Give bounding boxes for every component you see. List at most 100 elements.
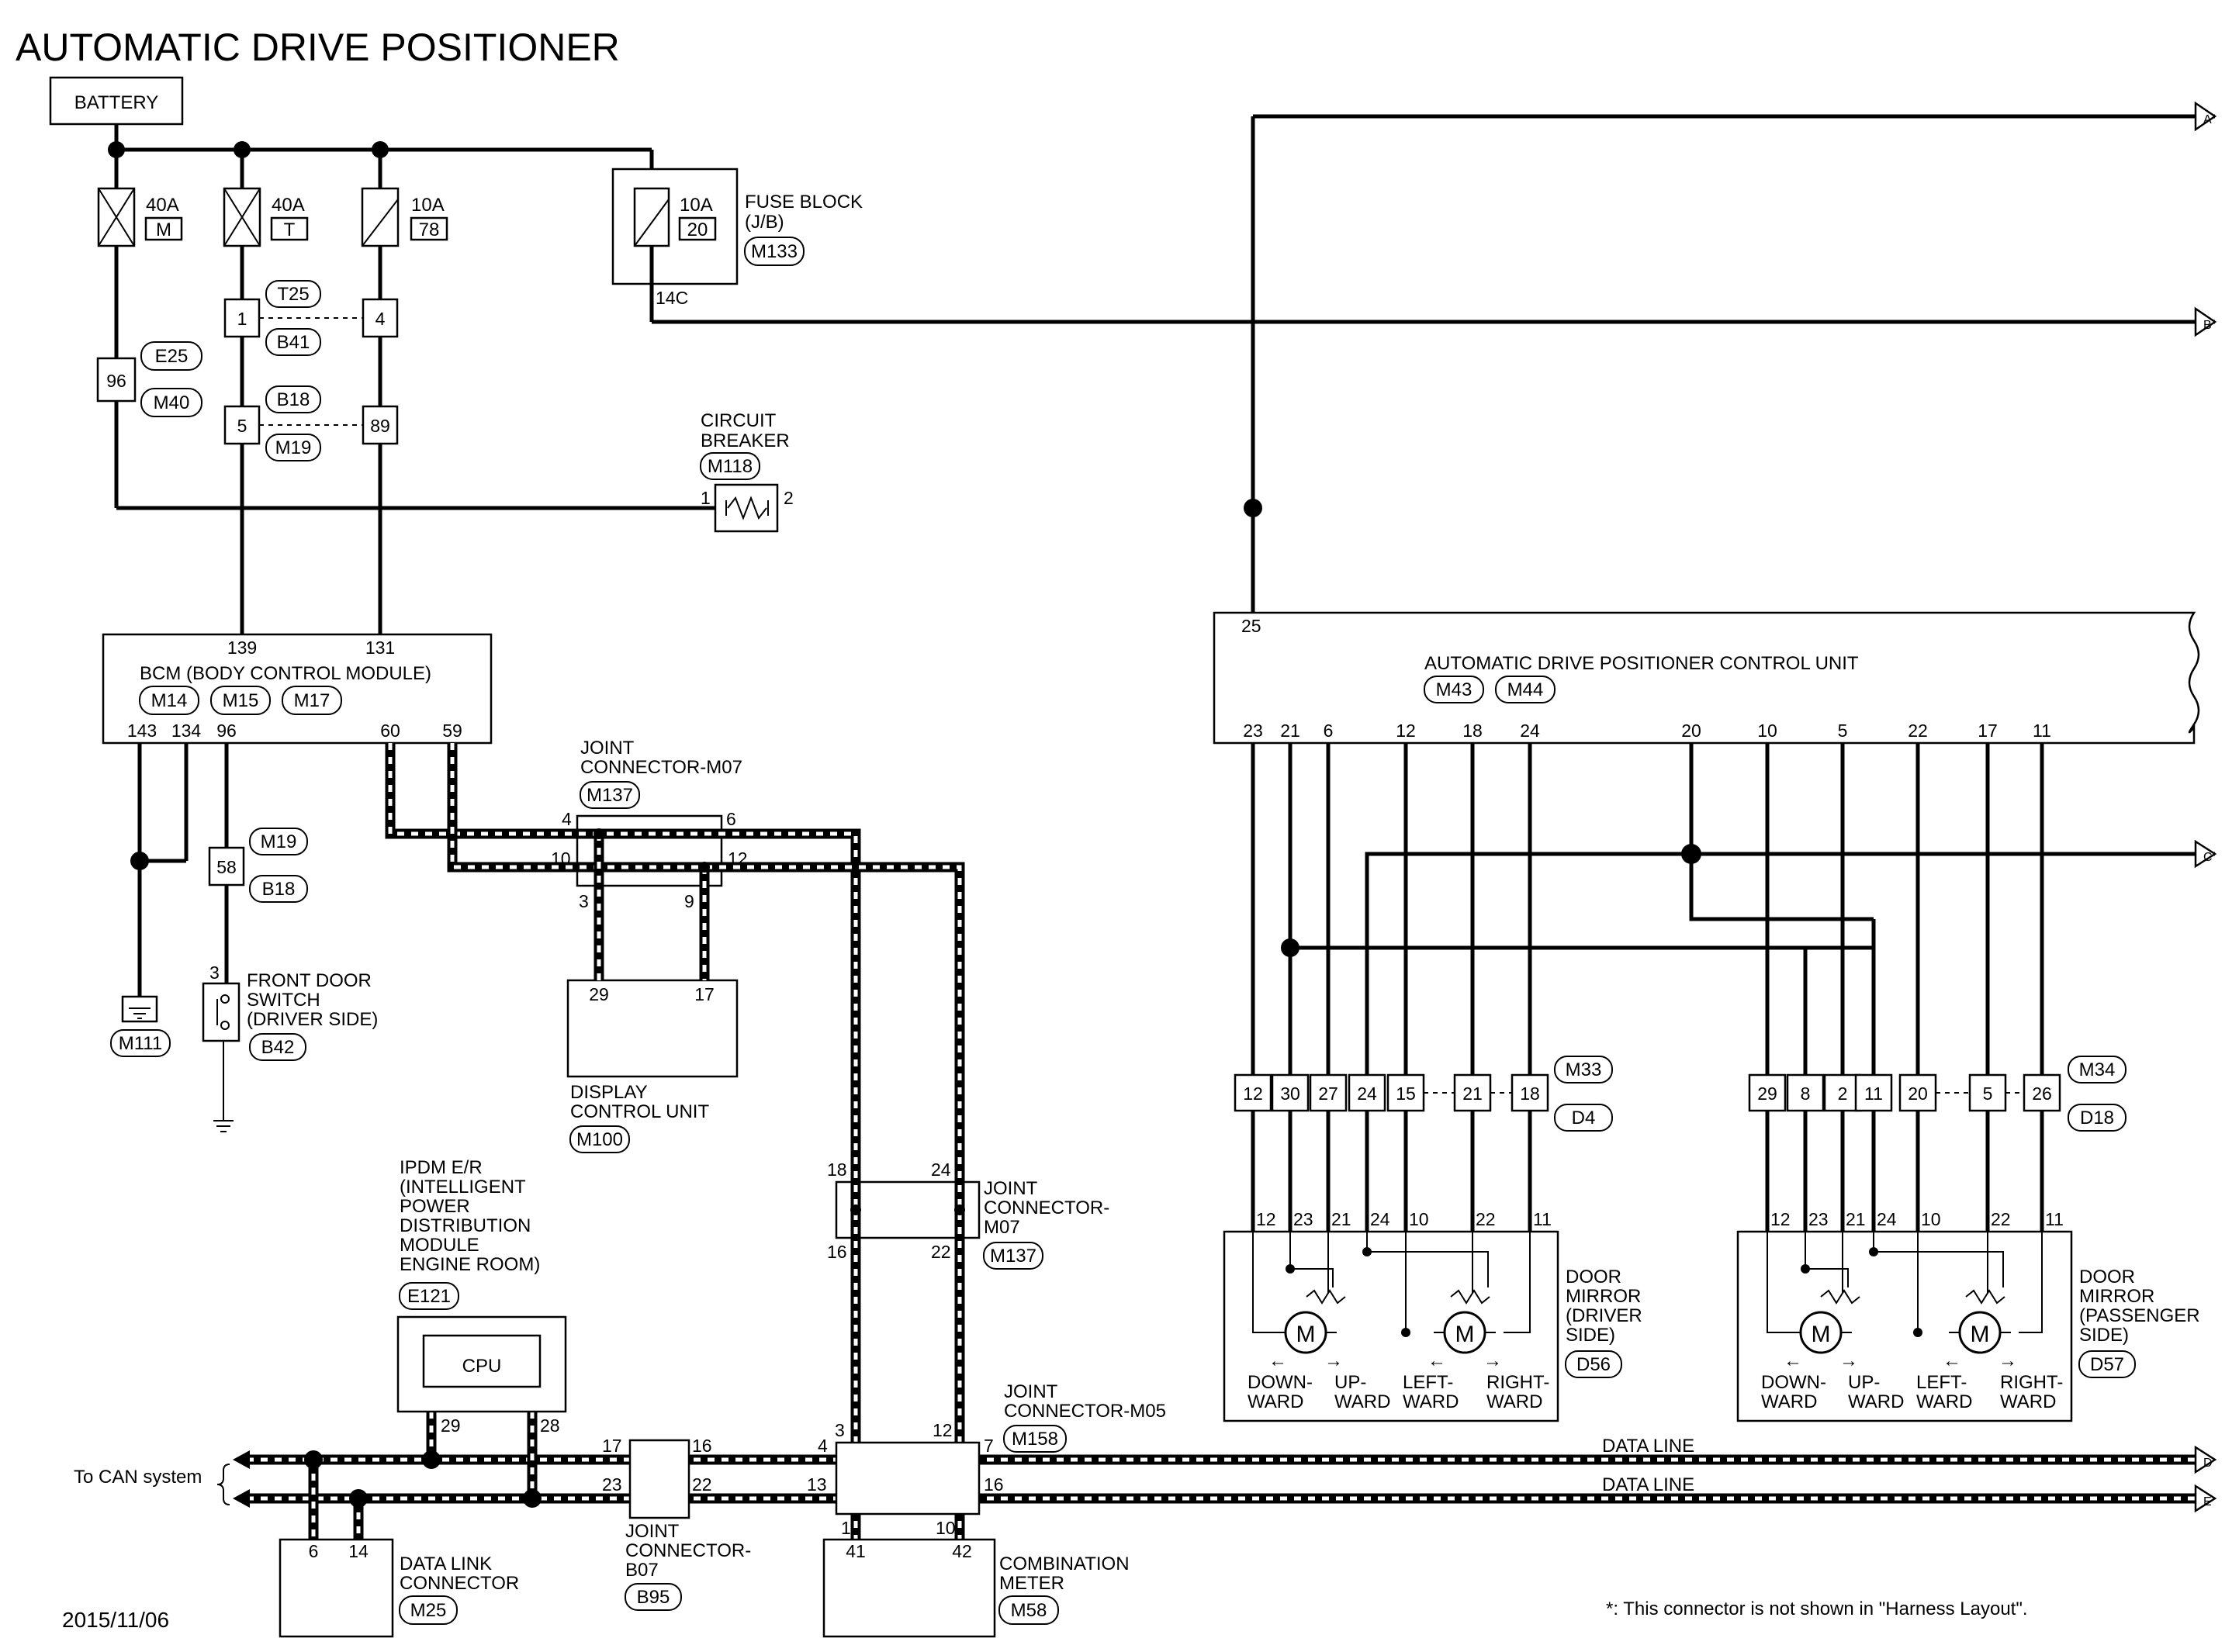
ipdm-module: IPDM E/R (INTELLIGENT POWER DISTRIBUTION…	[396, 1157, 567, 1436]
bcm-pin-60: 60	[380, 721, 400, 741]
adp-bottom-pin: 17	[1978, 721, 1998, 741]
arrow-left-icon: ←	[1784, 1350, 1802, 1371]
mirror-pin-label: 21	[1331, 1209, 1351, 1229]
data-line-label-top: DATA LINE	[1602, 1436, 1694, 1457]
harness-pin-label: 29	[1757, 1083, 1777, 1104]
harness-pin-box	[1348, 1073, 1386, 1112]
direction-label: LEFT-	[1916, 1372, 1967, 1393]
mirror-pin-label: 22	[1991, 1209, 2011, 1229]
connector-m43: M43	[1436, 679, 1472, 700]
adp-bottom-pin: 23	[1243, 721, 1263, 741]
joint-mid-line1: JOINT	[984, 1178, 1038, 1199]
joint-connector-m07-top: JOINT CONNECTOR-M07 M137 4 6 10 12 3 9	[551, 738, 748, 911]
connector-m17: M17	[294, 690, 330, 711]
connector-5: 5	[223, 405, 261, 445]
joint-mid-line3: M07	[984, 1217, 1020, 1238]
switch-line1: FRONT DOOR	[247, 970, 372, 991]
direction-label: RIGHT-	[1486, 1372, 1549, 1393]
footnote: *: This connector is not shown in "Harne…	[1606, 1598, 2028, 1619]
mirror-pin-label: 10	[1921, 1209, 1941, 1229]
harness-pin-box	[1386, 1073, 1425, 1112]
connector-m15: M15	[223, 690, 259, 711]
m05-pin-12: 12	[933, 1420, 953, 1440]
bcm-module: 139 131 BCM (BODY CONTROL MODULE) M14 M1…	[102, 633, 493, 745]
can-system-label: To CAN system	[74, 1467, 202, 1488]
harness-pin-box	[1271, 1073, 1310, 1112]
pin-label: 5	[237, 416, 247, 436]
connector-m118: M118	[708, 456, 753, 477]
mirror-pin-label: 24	[1877, 1209, 1897, 1229]
harness-pin-box	[1511, 1073, 1549, 1112]
bcm-pin-96: 96	[216, 721, 237, 741]
breaker-line2: BREAKER	[701, 430, 790, 451]
m05-line1: JOINT	[1004, 1381, 1058, 1402]
adp-bottom-pin: 20	[1681, 721, 1701, 741]
direction-label: UP-	[1848, 1372, 1880, 1393]
harness-pin-label: 5	[1983, 1083, 1993, 1104]
bcm-pin-131: 131	[365, 638, 395, 658]
mirror-junction	[1801, 1264, 1810, 1274]
pin-label: 58	[216, 857, 237, 877]
pin-label: 89	[370, 416, 390, 436]
harness-pin-label: 2	[1838, 1083, 1848, 1104]
joint-mid-pin-22: 22	[931, 1242, 951, 1262]
mirror-pin-label: 24	[1370, 1209, 1390, 1229]
connector-96: 96	[96, 357, 137, 403]
fuse-10a-78: 10A 78	[361, 187, 448, 247]
connector-m58: M58	[1011, 1600, 1047, 1621]
joint-mid-pin-18: 18	[827, 1160, 847, 1180]
mirror-junction	[1362, 1247, 1372, 1256]
m05-pin-10: 10	[936, 1518, 956, 1538]
direction-label: WARD	[1403, 1391, 1459, 1412]
mirror-pin-label: 11	[2045, 1209, 2064, 1229]
m05-pin-16: 16	[984, 1474, 1004, 1495]
motor-icon	[1958, 1311, 2002, 1354]
m05-pin-13: 13	[807, 1474, 827, 1495]
fuse-40a-t: 40A T	[223, 187, 309, 247]
mirror-pin-label: 11	[1533, 1209, 1552, 1229]
mirror-junction	[1913, 1328, 1922, 1337]
adp-bottom-pin: 6	[1324, 721, 1334, 741]
adp-bottom-pin: 22	[1908, 721, 1928, 741]
mirror-side-label: DOOR	[1566, 1267, 1621, 1287]
connector-m100: M100	[576, 1129, 623, 1150]
arrow-b-label: B	[2203, 319, 2212, 332]
b07-pin-22: 22	[692, 1474, 712, 1495]
switch-line3: (DRIVER SIDE)	[247, 1009, 378, 1030]
connector-b95: B95	[637, 1587, 670, 1608]
connector-m133: M133	[751, 241, 798, 262]
mirror-pin-label: 12	[1770, 1209, 1791, 1229]
mirror-pin-label: 22	[1476, 1209, 1496, 1229]
harness-pin-box	[1786, 1073, 1825, 1112]
adp-bottom-pin: 21	[1280, 721, 1300, 741]
joint-connector-b07: 17 16 23 22 JOINT CONNECTOR- B07 B95	[602, 1436, 751, 1611]
mirror-junction	[1286, 1264, 1295, 1274]
display-line2: CONTROL UNIT	[570, 1101, 709, 1122]
ipdm-line5: MODULE	[400, 1235, 479, 1256]
fuse-amp-label: 10A	[680, 195, 713, 216]
adp-bottom-pin: 18	[1462, 721, 1483, 741]
motor-icon	[1443, 1311, 1486, 1354]
switch-line2: SWITCH	[247, 990, 320, 1011]
harness-pin-label: 20	[1908, 1083, 1928, 1104]
circuit-breaker: CIRCUIT BREAKER M118 1 2	[700, 410, 794, 533]
page-title: AUTOMATIC DRIVE POSITIONER	[16, 26, 620, 69]
mirror-wire	[1289, 1232, 1334, 1287]
connector-e121: E121	[407, 1286, 451, 1307]
direction-label: WARD	[1761, 1391, 1817, 1412]
arrow-right-icon: →	[1998, 1350, 2017, 1371]
adp-name: AUTOMATIC DRIVE POSITIONER CONTROL UNIT	[1424, 653, 1859, 674]
display-pin-17: 17	[694, 984, 715, 1004]
adp-bottom-pin: 24	[1520, 721, 1540, 741]
connector-m40: M40	[154, 392, 190, 413]
direction-label: LEFT-	[1403, 1372, 1453, 1393]
dlc-pin-14: 14	[348, 1541, 369, 1561]
fuse-block-name: FUSE BLOCK	[745, 192, 863, 213]
b07-pin-16: 16	[692, 1436, 712, 1456]
connector-m25: M25	[410, 1600, 447, 1621]
direction-label: DOWN-	[1761, 1372, 1826, 1393]
meter-pin-42: 42	[952, 1541, 972, 1561]
